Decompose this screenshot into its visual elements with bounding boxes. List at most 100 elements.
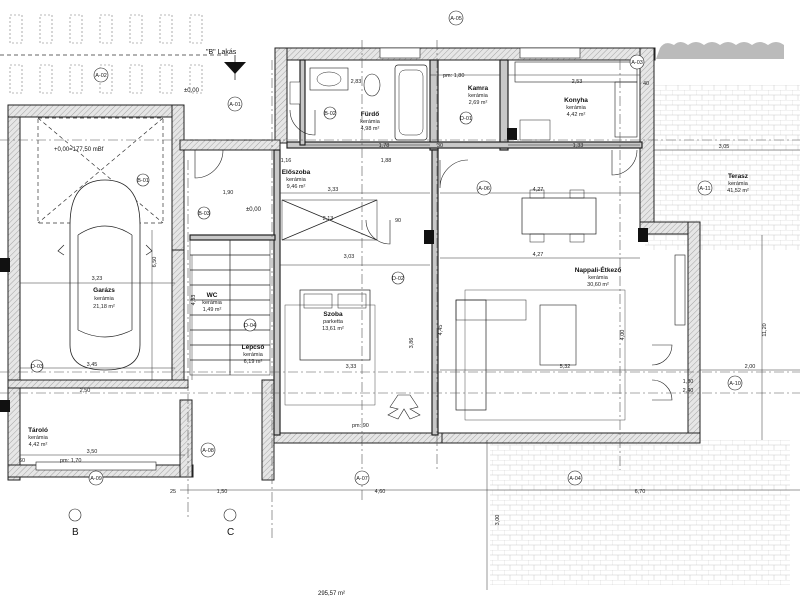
room-eloszoba: Előszoba kerámia 9,46 m²: [282, 169, 311, 190]
room-floor: parketta: [323, 319, 344, 325]
parapet-label: pm: 90: [352, 423, 369, 429]
dimension-labels: 3,23 3,45 2,50 3,50 3,33 3,33 2,13 3,03 …: [19, 79, 755, 495]
room-area: 2,69 m²: [469, 100, 488, 106]
dimension-label: 90: [395, 218, 401, 224]
vertical-dimension-labels: 4,33 6,50 11,20 4,00 3,86 4,45 3,00: [152, 257, 768, 526]
room-floor: kerámia: [28, 435, 49, 441]
room-name: Lépcső: [242, 344, 265, 351]
parapet-label: pm: 1,70: [60, 458, 81, 464]
room-name: Fürdő: [361, 111, 379, 118]
section-label: A-06: [478, 186, 490, 192]
room-nappali: Nappali-Étkező kerámia 30,60 m²: [575, 265, 622, 288]
dimension-label: 2,40: [683, 388, 694, 394]
section-label: A-04: [569, 476, 581, 482]
kitchen: [514, 61, 638, 141]
room-garazs: Garázs kerámia 21,18 m²: [93, 287, 115, 310]
dimension-label: 2,53: [572, 79, 583, 85]
room-area: 4,42 m²: [29, 442, 48, 448]
dimension-label: 4,00: [620, 330, 626, 341]
column: [424, 230, 434, 244]
room-name: WC: [207, 292, 218, 299]
dimension-label: 1,50: [217, 489, 228, 495]
room-name: Tároló: [28, 427, 48, 434]
room-floor: kerámia: [243, 352, 264, 358]
door-label: D-04: [244, 323, 256, 329]
room-area: 4,42 m²: [567, 112, 586, 118]
room-furdo: Fürdő kerámia 4,98 m²: [360, 111, 381, 132]
parapet-label: pm: 1,80: [443, 73, 464, 79]
dimension-label: 2,50: [80, 388, 91, 394]
room-area: 30,60 m²: [587, 282, 609, 288]
dimension-label: 4,60: [375, 489, 386, 495]
door-label: D-03: [31, 364, 43, 370]
ground-level-label-2: ±0,00: [246, 207, 262, 213]
bathroom-fixtures: [289, 64, 428, 141]
room-area: 13,61 m²: [322, 326, 344, 332]
room-area: 1,49 m²: [203, 307, 222, 313]
section-label: A-11: [699, 186, 710, 192]
dimension-label: 6,50: [152, 257, 158, 268]
column: [0, 258, 10, 272]
plot-area-label: 295,57 m²: [318, 591, 345, 597]
room-tarolo: Tároló kerámia 4,42 m²: [28, 427, 49, 448]
room-name: Garázs: [93, 287, 115, 294]
axis-label-c: C: [227, 527, 234, 538]
room-floor: kerámia: [94, 296, 115, 302]
dimension-label: 1,88: [381, 158, 392, 164]
dimension-label: 1,16: [281, 158, 292, 164]
room-wc: WC kerámia 1,49 m²: [202, 292, 223, 313]
door-label: B-01: [137, 178, 149, 184]
door-marker-labels: B-01 B-02 B-03 D-01 D-02 D-03 D-04: [31, 111, 472, 370]
room-area: 21,18 m²: [93, 304, 115, 310]
door-label: B-02: [324, 111, 336, 117]
dimension-label: 5,32: [560, 364, 571, 370]
dimension-label: 3,00: [495, 515, 501, 526]
dimension-label: 4,27: [533, 252, 544, 258]
dimension-label: 11,20: [762, 323, 768, 336]
dimension-label: 1,90: [223, 190, 234, 196]
dimension-label: 2,13: [323, 216, 334, 222]
bed: [284, 289, 376, 406]
terrace-tiles-lower: [490, 440, 790, 585]
section-label: A-10: [729, 381, 741, 387]
doors: [194, 109, 673, 401]
door-label: D-01: [460, 116, 472, 122]
dimension-label: 3,05: [719, 144, 730, 150]
room-name: Nappali-Étkező: [575, 265, 622, 274]
grid-axes: [0, 40, 800, 540]
dimension-label: 1,33: [573, 143, 584, 149]
dimension-label: 1,78: [379, 143, 390, 149]
dimension-label: 3,86: [409, 338, 415, 349]
dimension-label: 3,50: [87, 449, 98, 455]
column: [0, 400, 10, 412]
dimension-label: 2,00: [745, 364, 756, 370]
dimension-lines: [20, 74, 800, 590]
room-area: 4,98 m²: [361, 126, 380, 132]
garage-area: [37, 117, 164, 371]
ground-level-label: ±0,00: [184, 88, 200, 94]
room-terasz: Terasz kerámia 41,52 m²: [727, 173, 749, 194]
windows: [35, 47, 686, 471]
dimension-label: 1,80: [683, 379, 694, 385]
room-kamra: Kamra kerámia 2,69 m²: [468, 85, 489, 106]
door-label: B-03: [198, 211, 210, 217]
room-floor: kerámia: [566, 105, 587, 111]
dimension-label: 25: [170, 489, 176, 495]
room-name: Terasz: [728, 173, 749, 180]
dimension-label: 4,45: [438, 325, 444, 336]
dimension-label: 3,23: [92, 276, 103, 282]
staircase: [189, 239, 271, 376]
wardrobe: [281, 199, 378, 241]
entry-arrow-icon: [224, 55, 246, 80]
room-floor: kerámia: [202, 300, 223, 306]
room-lepcso: Lépcső kerámia 6,19 m²: [242, 344, 265, 365]
section-label: A-05: [450, 16, 462, 22]
section-label: A-02: [95, 73, 107, 79]
section-label: A-01: [229, 102, 241, 108]
room-area: 9,46 m²: [287, 184, 306, 190]
sofa: [455, 289, 626, 421]
axis-label-b: B: [72, 527, 79, 538]
room-name: Szoba: [323, 311, 343, 318]
section-label: A-09: [90, 476, 102, 482]
